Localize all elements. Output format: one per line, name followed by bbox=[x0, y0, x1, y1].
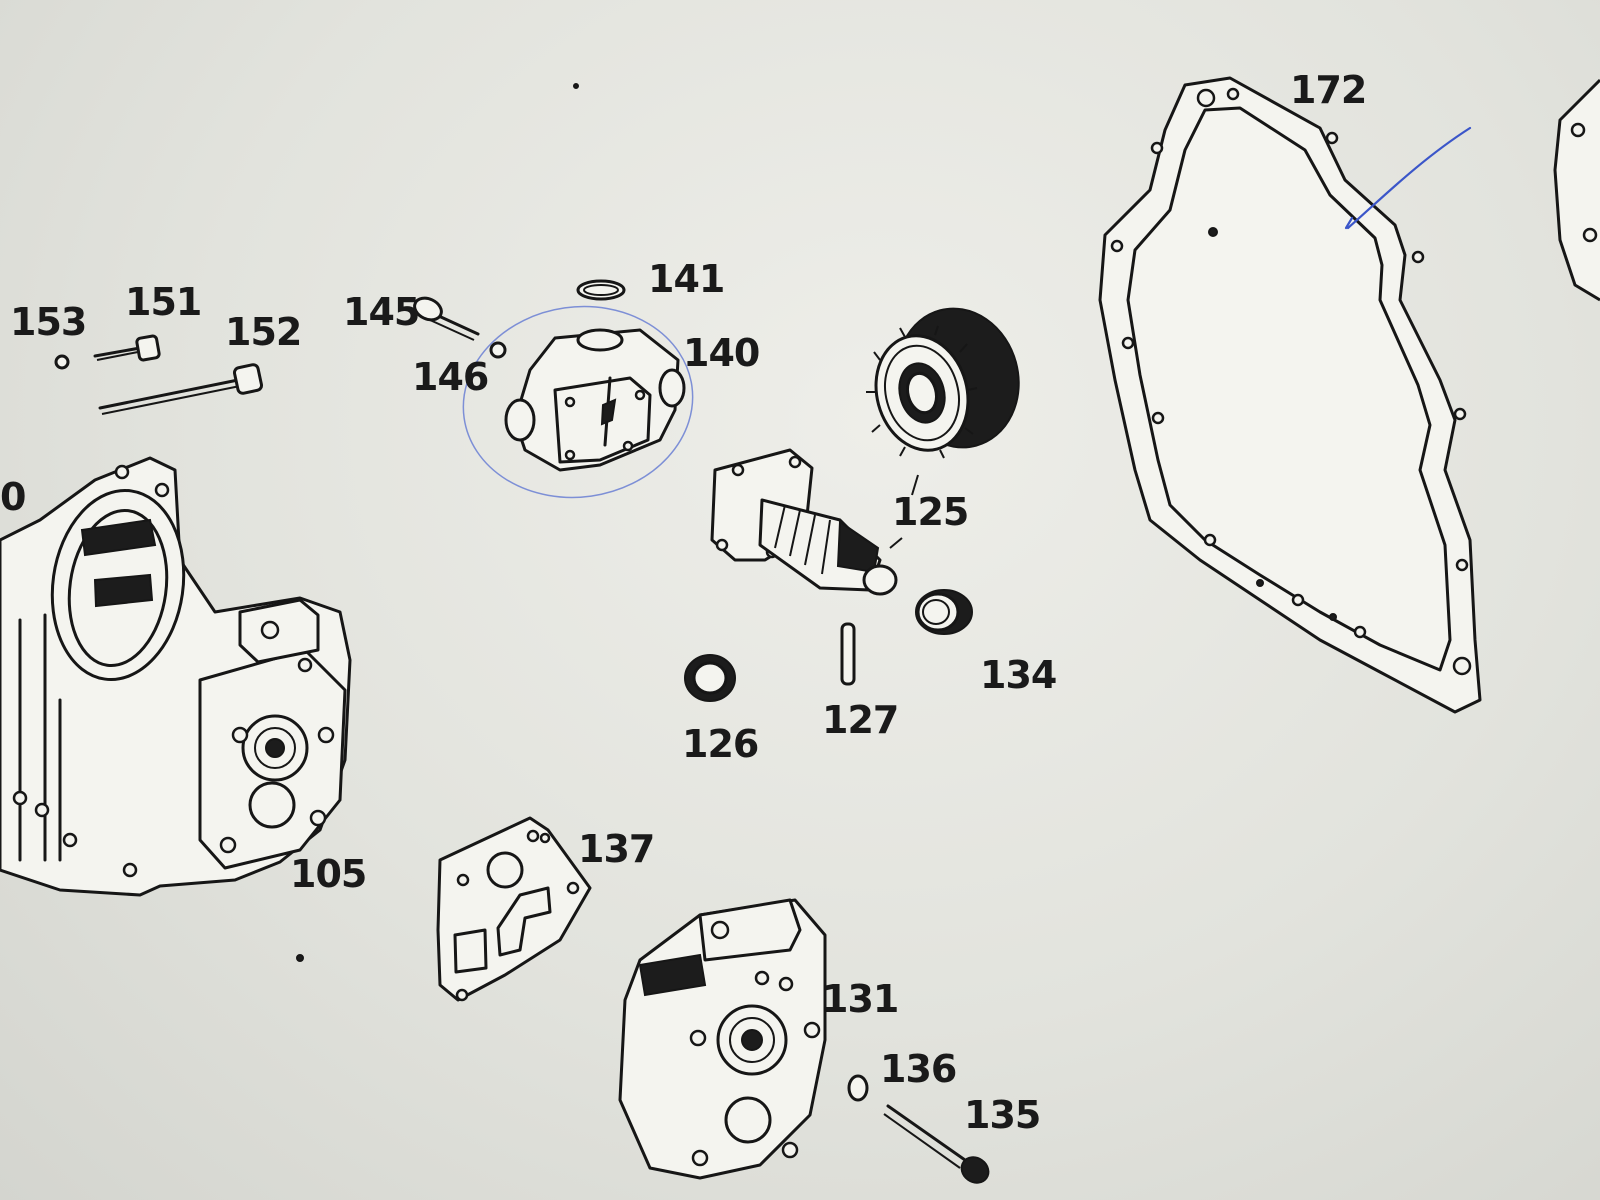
label-136: 136 bbox=[880, 1047, 956, 1091]
pen-mark bbox=[1346, 126, 1472, 230]
label-146: 146 bbox=[412, 355, 488, 399]
gear-125 bbox=[866, 307, 1020, 459]
label-134: 134 bbox=[980, 653, 1056, 697]
pen-mark-tick bbox=[1344, 216, 1354, 230]
screw-151 bbox=[93, 334, 161, 362]
label-153: 153 bbox=[10, 300, 86, 344]
label-edge-left: 0 bbox=[0, 475, 25, 519]
label-135: 135 bbox=[964, 1093, 1040, 1137]
washer-146 bbox=[489, 341, 507, 359]
needle-bearing-134 bbox=[915, 589, 973, 635]
washer-136 bbox=[847, 1074, 869, 1102]
leader-125 bbox=[911, 474, 919, 496]
label-172: 172 bbox=[1290, 68, 1366, 112]
partial-part-right-edge bbox=[1553, 78, 1600, 302]
label-127: 127 bbox=[822, 698, 898, 742]
speck bbox=[573, 83, 579, 89]
gasket-137 bbox=[436, 816, 592, 1002]
label-140: 140 bbox=[683, 331, 759, 375]
label-152: 152 bbox=[225, 310, 301, 354]
screw-145 bbox=[413, 296, 480, 341]
valve-block-140 bbox=[504, 328, 686, 472]
leader-shaft bbox=[889, 537, 903, 549]
speck bbox=[296, 954, 304, 962]
label-125: 125 bbox=[892, 490, 968, 534]
washer-153 bbox=[54, 354, 70, 370]
gasket-172 bbox=[1098, 76, 1482, 714]
label-151: 151 bbox=[125, 280, 201, 324]
label-141: 141 bbox=[648, 257, 724, 301]
o-ring-141 bbox=[576, 279, 626, 301]
housing-105 bbox=[0, 456, 352, 897]
label-105: 105 bbox=[290, 852, 366, 896]
label-137: 137 bbox=[578, 827, 654, 871]
pump-cover-131 bbox=[618, 898, 827, 1180]
bolt-152 bbox=[98, 363, 264, 415]
bolt-135 bbox=[883, 1104, 990, 1184]
label-126: 126 bbox=[682, 722, 758, 766]
drive-shaft-gear bbox=[710, 448, 898, 596]
pen-circle bbox=[462, 305, 694, 499]
label-145: 145 bbox=[343, 290, 419, 334]
seal-ring-126 bbox=[684, 654, 736, 702]
pin-127 bbox=[840, 622, 856, 686]
label-131: 131 bbox=[822, 977, 898, 1021]
